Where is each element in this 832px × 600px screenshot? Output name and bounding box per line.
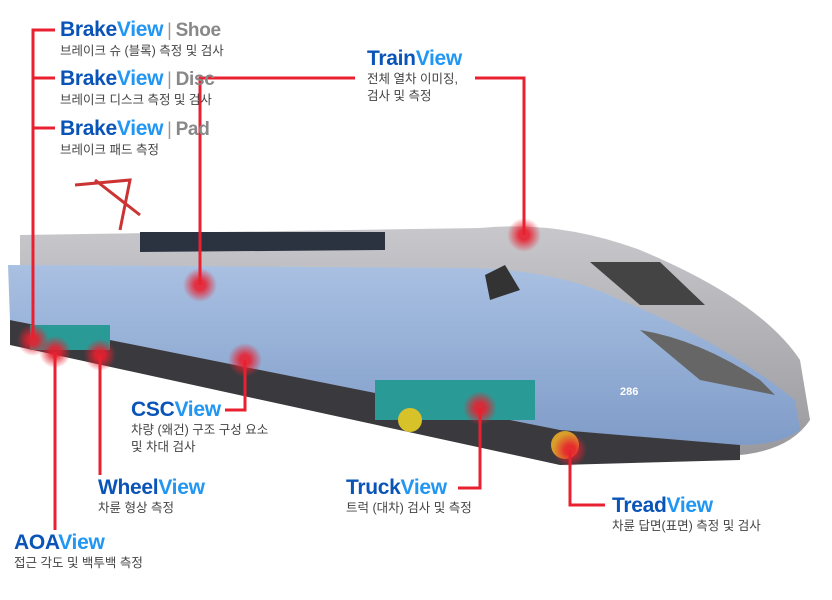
brand-suffix: View: [58, 531, 105, 554]
desc: 브레이크 디스크 측정 및 검사: [60, 93, 212, 107]
desc: 접근 각도 및 백투백 측정: [14, 556, 143, 570]
label-treadview[interactable]: TreadView 차륜 답면(표면) 측정 및 검사: [612, 494, 761, 535]
sub: Shoe: [175, 20, 222, 41]
label-wheelview[interactable]: WheelView 차륜 형상 측정: [98, 476, 205, 517]
brand-suffix: View: [116, 117, 164, 140]
desc: 전체 열차 이미징,: [367, 72, 458, 86]
brand-suffix: View: [415, 47, 463, 70]
brand-suffix: View: [174, 398, 221, 421]
train-number: 286: [620, 386, 638, 398]
brand: Brake: [60, 67, 117, 90]
brand-suffix: View: [116, 67, 164, 90]
desc-line2: 검사 및 측정: [367, 89, 432, 103]
brand-suffix: View: [400, 476, 448, 499]
brand-suffix: View: [666, 494, 714, 517]
brand-suffix: View: [116, 18, 164, 41]
brand: AOA: [14, 531, 59, 554]
desc: 브레이크 패드 측정: [60, 143, 159, 157]
label-brake-disc[interactable]: BrakeView|Disc 브레이크 디스크 측정 및 검사: [60, 67, 215, 107]
train-body: 286: [8, 178, 810, 465]
sub: Disc: [175, 69, 215, 90]
leader-lines: [31, 28, 605, 530]
label-brake-pad[interactable]: BrakeView|Pad 브레이크 패드 측정: [60, 117, 210, 157]
brand: Truck: [346, 476, 401, 499]
brand: Train: [367, 47, 416, 70]
desc: 차륜 답면(표면) 측정 및 검사: [612, 519, 761, 533]
desc: 트럭 (대차) 검사 및 측정: [346, 501, 472, 515]
brand: Tread: [612, 494, 667, 517]
label-trainview[interactable]: TrainView 전체 열차 이미징, 검사 및 측정: [367, 47, 462, 105]
label-aoaview[interactable]: AOAView 접근 각도 및 백투백 측정: [14, 531, 143, 572]
brand: Brake: [60, 18, 117, 41]
label-truckview[interactable]: TruckView 트럭 (대차) 검사 및 측정: [346, 476, 472, 517]
label-cscview[interactable]: CSCView 차량 (왜건) 구조 구성 요소 및 차대 검사: [131, 398, 268, 456]
desc: 차량 (왜건) 구조 구성 요소: [131, 423, 269, 437]
brand: CSC: [131, 398, 175, 421]
brand: Brake: [60, 117, 117, 140]
desc: 차륜 형상 측정: [98, 501, 174, 515]
desc-line2: 및 차대 검사: [131, 440, 196, 454]
label-brake-shoe[interactable]: BrakeView|Shoe 브레이크 슈 (블록) 측정 및 검사: [60, 18, 224, 58]
sub: Pad: [175, 119, 210, 140]
brand-suffix: View: [158, 476, 205, 499]
desc: 브레이크 슈 (블록) 측정 및 검사: [60, 44, 224, 58]
brand: Wheel: [98, 476, 159, 499]
